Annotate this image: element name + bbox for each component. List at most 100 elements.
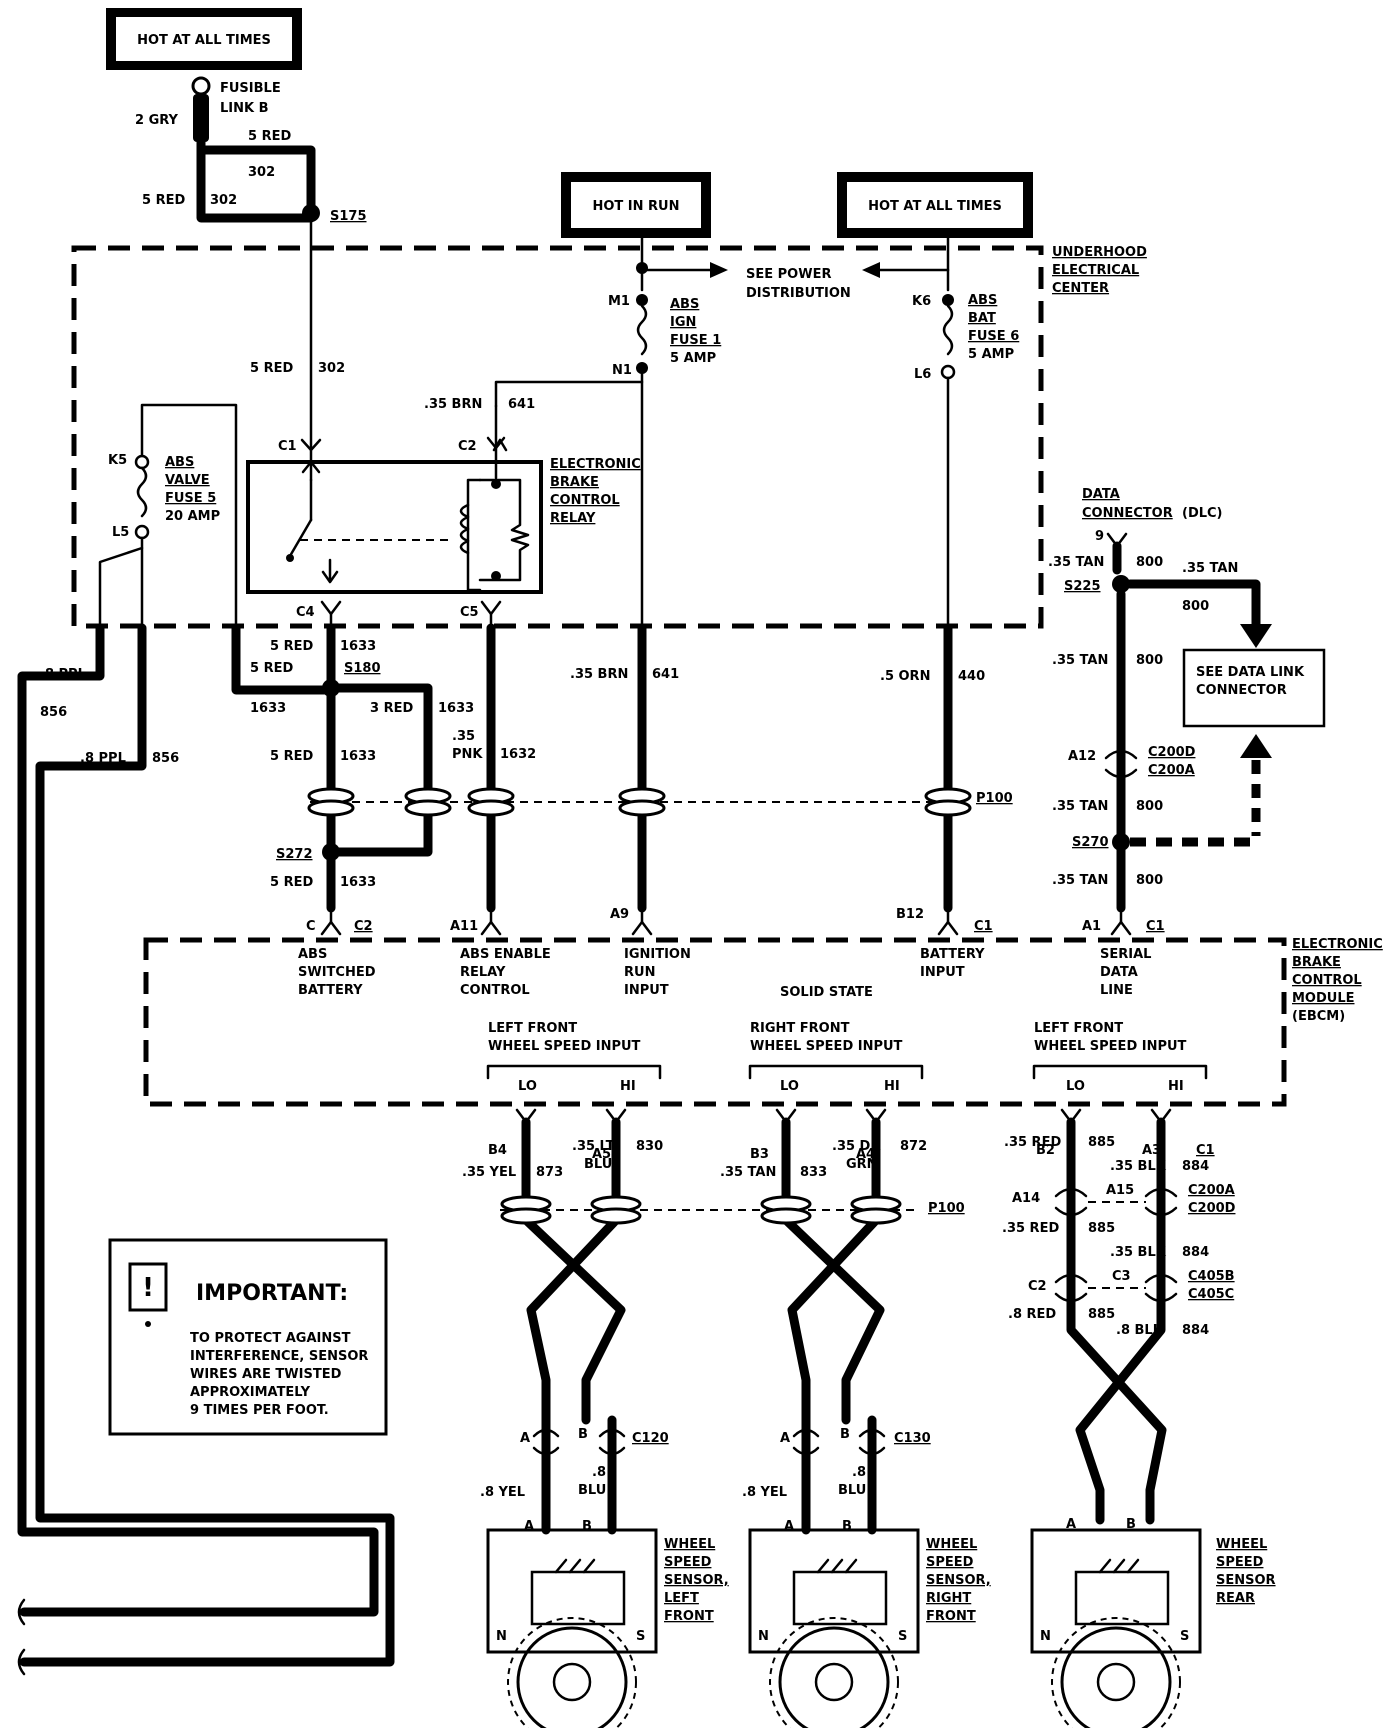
wire-label: .8 YEL [480,1485,525,1500]
ebcm-box [143,937,1287,1107]
pin-label: L6 [914,367,931,382]
pin-label: A [780,1431,790,1446]
abs-bat-fuse-6: K6 L6 ABS BAT FUSE 6 5 AMP [912,236,1019,630]
wire-label: .35 TAN [1182,561,1238,576]
connector-label: C120 [632,1431,669,1446]
underhood-electrical-center-label: UNDERHOOD ELECTRICAL CENTER [1052,245,1147,296]
pin-label: A [520,1431,530,1446]
pole-label: S [898,1629,907,1644]
wire-label: 800 [1182,599,1209,614]
important-text: 9 TIMES PER FOOT. [190,1403,329,1418]
wire-800: .35 TAN 800 A12 C200D C200A .35 TAN 800 … [1052,589,1256,936]
pole-label: N [758,1629,769,1644]
pin-label: A [784,1519,794,1534]
fusible-link-label: LINK B [220,101,269,116]
hot-box-label: HOT IN RUN [592,199,679,214]
wire-label: .35 BLK [1110,1245,1167,1260]
ebcm-label: CONTROL [460,983,530,998]
wire-label: 800 [1136,555,1163,570]
pin-label: A15 [1106,1183,1134,1198]
wire-label: 884 [1182,1245,1209,1260]
wheel-input-label: WHEEL SPEED INPUT [750,1039,903,1054]
fuse-label: FUSE 1 [670,333,721,348]
important-text: APPROXIMATELY [190,1385,311,1400]
sensor-name: SENSOR, [664,1573,729,1588]
important-text: INTERFERENCE, SENSOR [190,1349,368,1364]
sensor-name: SPEED [926,1555,974,1570]
wire-label: 5 RED [248,129,291,144]
pin-label: L5 [112,525,129,540]
wire-label: .8 BLK [1116,1323,1164,1338]
ebcm-name: BRAKE [1292,955,1341,970]
ebcm-name: ELECTRONIC [1292,937,1383,952]
dlc-label: (DLC) [1182,506,1223,521]
lo-hi-brackets: LO HI LO HI LO HI [486,1064,1208,1094]
sensor-name: SPEED [1216,1555,1264,1570]
wire-label: .8 [852,1465,866,1480]
wire-label: 1633 [340,875,376,890]
ebcm-pins: C C2 A11 A9 B12 C1 A1 C1 [306,907,1165,934]
wire-label: 856 [40,705,67,720]
left-front-sensor-circuit: B4 A5 .35 YEL 873 .35 LT BLU 830 A B C12… [462,1108,729,1728]
wire-label: .8 RED [1008,1307,1056,1322]
right-front-sensor-circuit: B3 A4 .35 TAN 833 .35 DK GRN 872 P100 A … [720,1108,991,1728]
pin-label: B2 [1036,1143,1055,1158]
wire-label: 5 RED [142,193,185,208]
wire-label: .35 RED [1004,1135,1061,1150]
splice-label: S272 [276,847,313,862]
wire-label: .35 BRN [424,397,482,412]
pin-label: C1 [278,439,297,454]
wire-label: .35 [452,729,475,744]
ebcm-name: CONTROL [1292,973,1362,988]
wheel-input-label: RIGHT FRONT [750,1021,850,1036]
pin-label: C2 [354,919,373,934]
wire-1632: .35 PNK 1632 [452,623,536,936]
wire-label: 885 [1088,1307,1115,1322]
wire-label: .35 BLK [1110,1159,1167,1174]
relay-label: CONTROL [550,493,620,508]
wire-label: .8 PPL [80,751,126,766]
underhood-electrical-center-box [71,245,1044,629]
ebcm-label: INPUT [624,983,669,998]
wire-label: .35 LT [572,1139,615,1154]
splice-label: S225 [1064,579,1101,594]
pin-label: A4 [856,1147,875,1162]
ebcm-name: MODULE [1292,991,1355,1006]
see-dlc-label: SEE DATA LINK [1196,665,1305,680]
electronic-brake-control-relay: C1 C2 C4 C5 .35 BRN 641 ELECTRONIC BRAKE… [246,380,644,620]
wire-label: .35 TAN [1052,799,1108,814]
fuse-label: ABS [165,455,194,470]
wire-label: BLU [578,1483,606,1498]
wire-label: .35 BRN [570,667,628,682]
ebcm-label: ABS ENABLE [460,947,551,962]
connector-label: P100 [928,1201,965,1216]
wire-label: 302 [318,361,345,376]
hot-at-all-times-box-left: HOT AT ALL TIMES [106,8,302,70]
pin-label: A1 [1082,919,1101,934]
pin-label: B [578,1427,588,1442]
hi-label: HI [620,1079,636,1094]
wire-label: .35 TAN [1052,873,1108,888]
sensor-name: RIGHT [926,1591,971,1606]
wire-label: 2 GRY [135,113,179,128]
ebcm-label: SERIAL [1100,947,1151,962]
wire-label: 5 RED [250,661,293,676]
hot-box-label: HOT AT ALL TIMES [868,199,1002,214]
fuse-label: ABS [670,297,699,312]
wire-label: .35 TAN [1052,653,1108,668]
hot-at-all-times-box-right: HOT AT ALL TIMES [837,172,1033,238]
wire-label: 5 RED [250,361,293,376]
wire-440: .5 ORN 440 [880,623,985,936]
ebcm-label: IGNITION [624,947,691,962]
pin-label: K6 [912,294,931,309]
connector-label: C200A [1148,763,1195,778]
pole-label: N [496,1629,507,1644]
wire-label: 3 RED [370,701,413,716]
pin-label: K5 [108,453,127,468]
pin-label: B [840,1427,850,1442]
fuse-label: FUSE 6 [968,329,1019,344]
pin-label: A12 [1068,749,1096,764]
wire-856-ppl: .8 PPL 856 .8 PPL 856 [17,623,395,1676]
wire-label: .35 TAN [1048,555,1104,570]
